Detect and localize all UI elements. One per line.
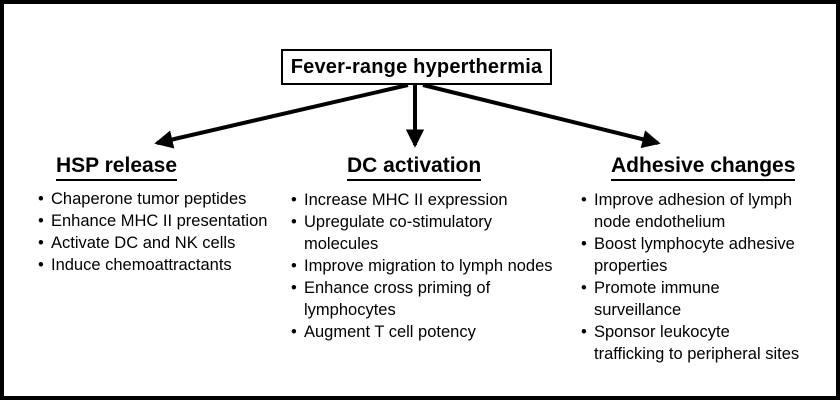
bullet-icon: • bbox=[291, 279, 297, 297]
list-item: • Sponsor leukocyte trafficking to perip… bbox=[577, 321, 827, 365]
list-item: • Induce chemoattractants bbox=[34, 254, 294, 276]
title-box: Fever-range hyperthermia bbox=[281, 49, 552, 85]
list-item: • Promote immune surveillance bbox=[577, 277, 827, 321]
arrow-right-icon bbox=[422, 83, 661, 149]
list-item: • Activate DC and NK cells bbox=[34, 232, 294, 254]
bullet-icon: • bbox=[38, 212, 44, 230]
heading-dc-activation: DC activation bbox=[347, 155, 482, 181]
bullet-icon: • bbox=[291, 191, 297, 209]
bullet-label: Promote immune surveillance bbox=[594, 279, 720, 319]
list-item: • Boost lymphocyte adhesive properties bbox=[577, 233, 827, 277]
bullet-list-dc-activation: • Increase MHC II expression • Upregulat… bbox=[287, 189, 582, 343]
list-item: • Enhance cross priming of lymphocytes bbox=[287, 277, 582, 321]
bullet-icon: • bbox=[291, 323, 297, 341]
heading-hsp-release: HSP release bbox=[56, 155, 178, 181]
bullet-icon: • bbox=[38, 256, 44, 274]
bullet-label: Enhance cross priming of lymphocytes bbox=[304, 279, 491, 319]
arrow-left-icon bbox=[154, 83, 409, 149]
bullet-list-adhesive-changes: • Improve adhesion of lymph node endothe… bbox=[577, 189, 827, 365]
list-item: • Augment T cell potency bbox=[287, 321, 582, 343]
bullet-label: Enhance MHC II presentation bbox=[51, 212, 268, 230]
bullet-icon: • bbox=[38, 190, 44, 208]
bullet-label: Induce chemoattractants bbox=[51, 256, 232, 274]
list-item: • Upregulate co-stimulatory molecules bbox=[287, 211, 582, 255]
bullet-icon: • bbox=[581, 323, 587, 341]
bullet-label: Improve adhesion of lymph node endotheli… bbox=[594, 191, 793, 231]
bullet-label: Augment T cell potency bbox=[304, 323, 476, 341]
bullet-label: Activate DC and NK cells bbox=[51, 234, 236, 252]
bullet-label: Boost lymphocyte adhesive properties bbox=[594, 235, 795, 275]
bullet-icon: • bbox=[581, 279, 587, 297]
bullet-label: Increase MHC II expression bbox=[304, 191, 508, 209]
list-item: • Chaperone tumor peptides bbox=[34, 188, 294, 210]
heading-adhesive-changes: Adhesive changes bbox=[611, 155, 796, 181]
list-item: • Enhance MHC II presentation bbox=[34, 210, 294, 232]
bullet-label: Chaperone tumor peptides bbox=[51, 190, 247, 208]
diagram-title: Fever-range hyperthermia bbox=[290, 55, 543, 78]
bullet-icon: • bbox=[291, 213, 297, 231]
bullet-icon: • bbox=[38, 234, 44, 252]
list-item: • Increase MHC II expression bbox=[287, 189, 582, 211]
bullet-label: Upregulate co-stimulatory molecules bbox=[304, 213, 492, 253]
list-item: • Improve adhesion of lymph node endothe… bbox=[577, 189, 827, 233]
bullet-list-hsp-release: • Chaperone tumor peptides • Enhance MHC… bbox=[34, 188, 294, 276]
bullet-icon: • bbox=[581, 191, 587, 209]
bullet-label: Sponsor leukocyte trafficking to periphe… bbox=[594, 323, 800, 363]
bullet-icon: • bbox=[581, 235, 587, 253]
bullet-label: Improve migration to lymph nodes bbox=[304, 257, 553, 275]
bullet-icon: • bbox=[291, 257, 297, 275]
list-item: • Improve migration to lymph nodes bbox=[287, 255, 582, 277]
